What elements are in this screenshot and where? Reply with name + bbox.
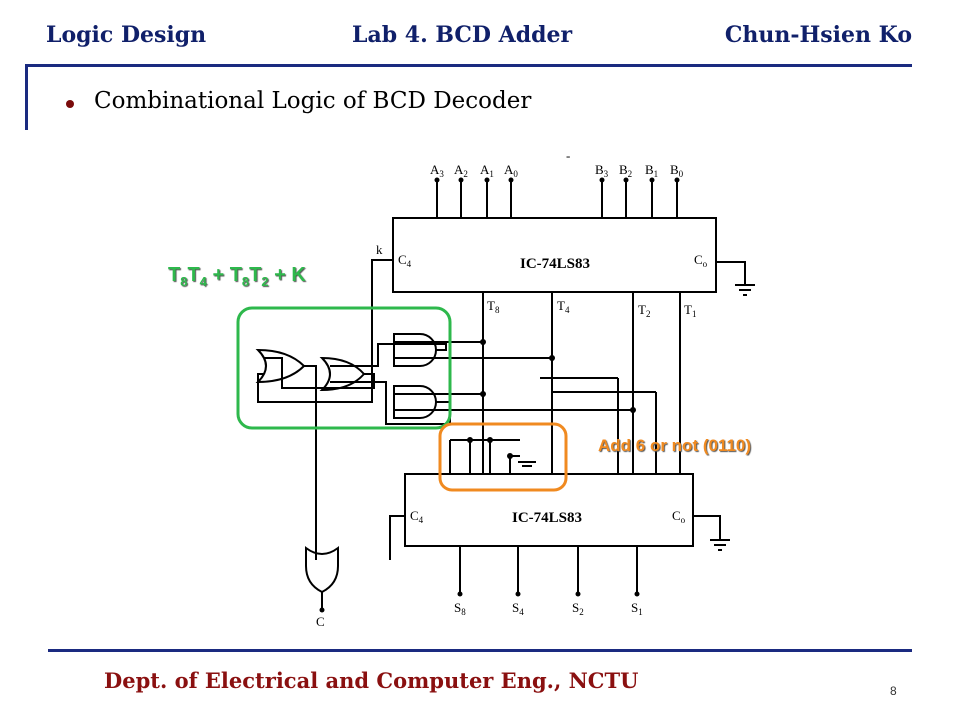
input-b1-label: B1 xyxy=(645,162,658,179)
top-co-label: Co xyxy=(694,252,708,269)
sum-t2-label: T2 xyxy=(638,302,650,319)
input-b3-label: B3 xyxy=(595,162,609,179)
bottom-rule xyxy=(48,649,912,652)
left-rule xyxy=(25,64,28,130)
input-a2-label: A2 xyxy=(454,162,468,179)
input-b0-label: B0 xyxy=(670,162,684,179)
green-highlight-box xyxy=(236,306,452,430)
sum-t8-label: T8 xyxy=(487,298,500,315)
bullet-icon xyxy=(66,100,74,108)
header-course: Logic Design xyxy=(46,22,207,48)
input-a0-label: A0 xyxy=(504,162,518,179)
bottom-c4-label: C4 xyxy=(410,508,424,525)
chip-top-body xyxy=(392,217,717,293)
input-b2-label: B2 xyxy=(619,162,632,179)
top-rule xyxy=(26,64,912,67)
orange-note: Add 6 or not (0110) xyxy=(598,436,752,455)
dash-mark: - xyxy=(566,148,570,163)
chip-bottom-label: IC-74LS83 xyxy=(512,510,582,526)
sum-s4-label: S4 xyxy=(512,600,524,617)
green-expression: T8T4 + T8T2 + K xyxy=(168,264,306,289)
orange-highlight-box xyxy=(438,422,568,492)
sum-s1-label: S1 xyxy=(631,600,643,617)
input-a1-label: A1 xyxy=(480,162,494,179)
header-lab-title: Lab 4. BCD Adder xyxy=(352,22,573,48)
sum-t4-label: T4 xyxy=(557,298,570,315)
carry-c-label: C xyxy=(316,614,325,629)
chip-top-label: IC-74LS83 xyxy=(520,256,590,272)
footer-dept: Dept. of Electrical and Computer Eng., N… xyxy=(104,668,639,693)
bottom-co-label: Co xyxy=(672,508,686,525)
page-number: 8 xyxy=(890,684,897,698)
top-c4-label: C4 xyxy=(398,252,412,269)
slide-title: Combinational Logic of BCD Decoder xyxy=(94,88,532,114)
sum-s2-label: S2 xyxy=(572,600,584,617)
header-author: Chun-Hsien Ko xyxy=(724,22,912,48)
chip-bottom-body xyxy=(404,473,694,547)
sum-t1-label: T1 xyxy=(684,302,696,319)
sum-s8-label: S8 xyxy=(454,600,466,617)
input-a3-label: A3 xyxy=(430,162,444,179)
k-label: k xyxy=(376,242,383,257)
